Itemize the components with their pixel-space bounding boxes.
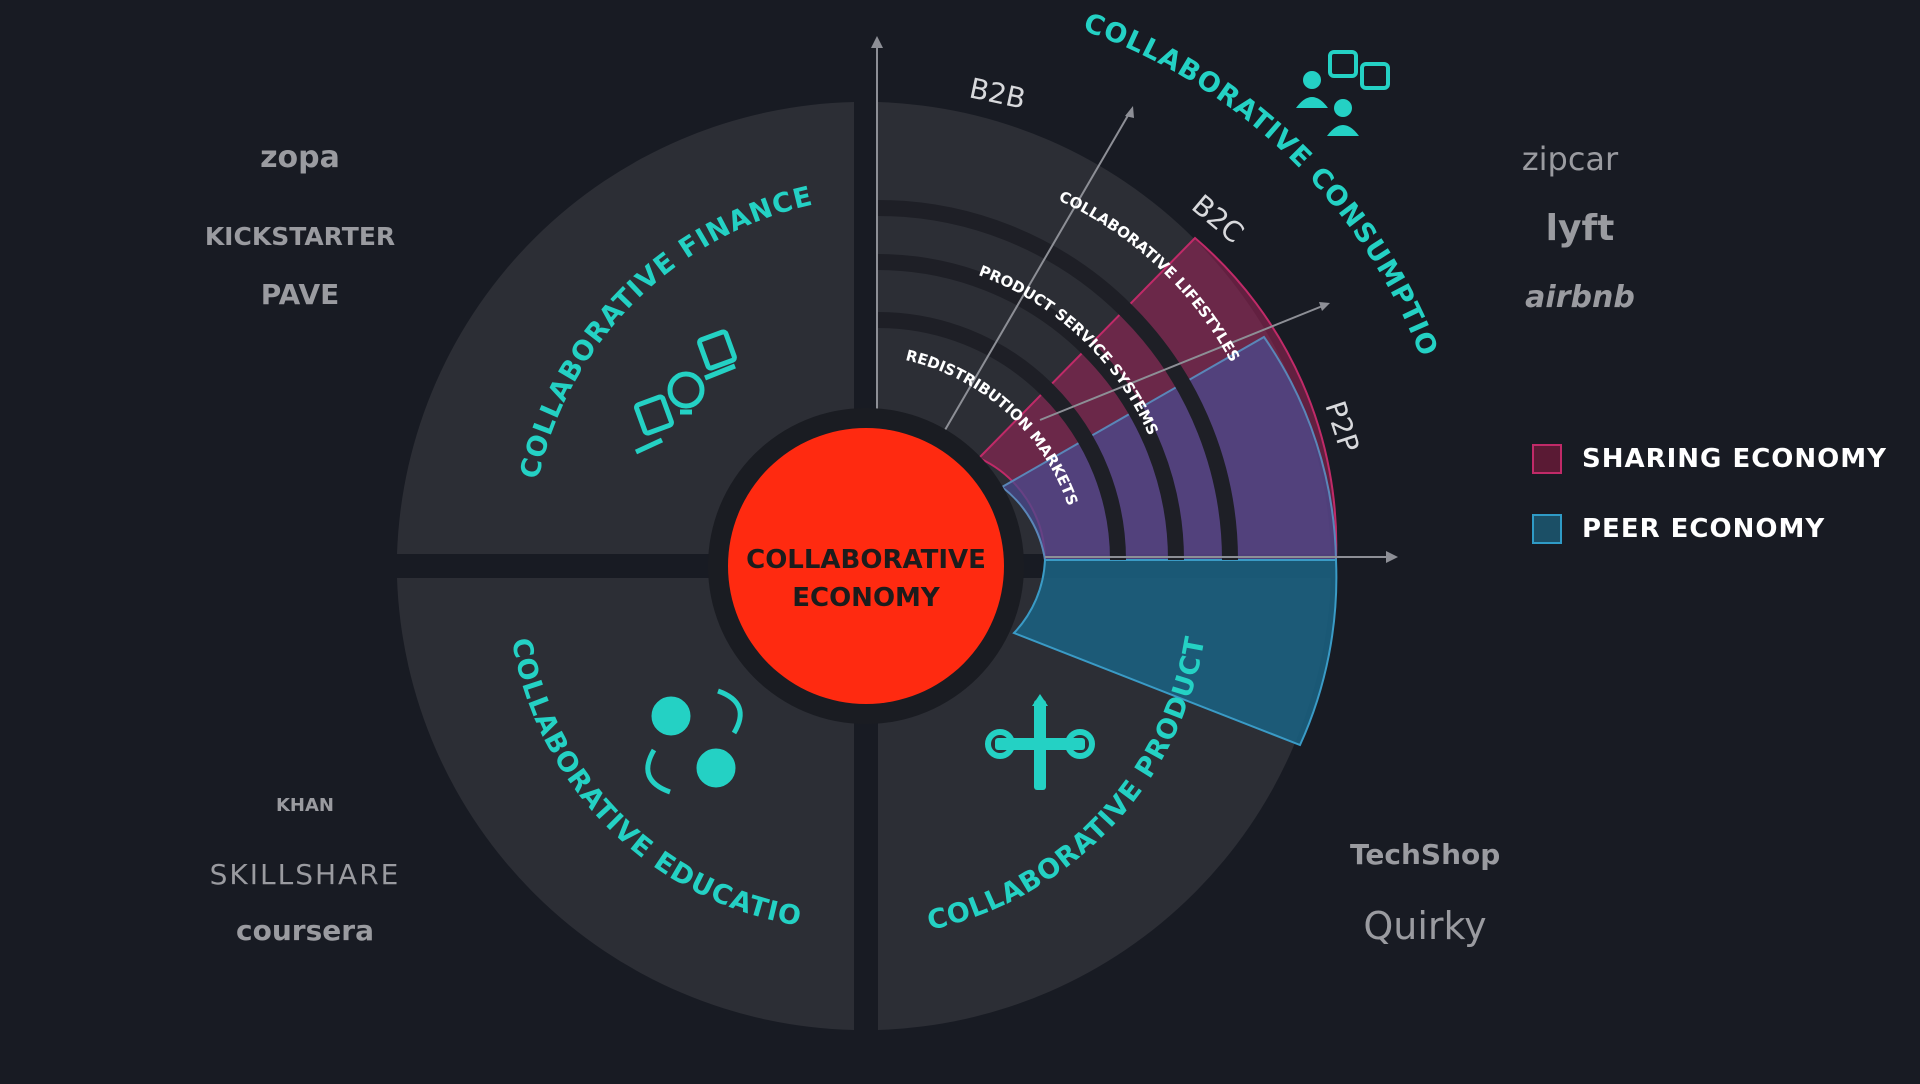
center-title-line2: ECONOMY [792,583,941,613]
brain-swap-icon [645,688,743,795]
b2c-axis-line [1039,304,1326,421]
peer-economy-wedge [1000,335,1338,561]
center-title-line1: COLLABORATIVE [746,545,986,575]
vertical-axis-arrow [871,36,883,48]
peer-economy-wedge-lower [1012,559,1338,747]
brand-quirky: Quirky [1363,904,1487,948]
b2b-axis-arrow [1125,106,1134,118]
arc-band-lifestyles [877,200,1238,561]
axis-label-b2b: B2B [967,72,1029,116]
center-circle [728,428,1004,704]
idea-money-icon [634,329,737,455]
arc-band-redistribution [877,312,1126,561]
legend-swatch-sharing [1532,444,1562,474]
brand-kickstarter: KICKSTARTER [204,222,396,251]
legend-label-peer: PEER ECONOMY [1582,514,1826,544]
arc-band-pss [877,254,1184,561]
brand-zipcar: zipcar [1521,140,1619,178]
b2b-axis-line [944,111,1131,431]
brand-lyft: lyft [1545,208,1615,249]
b2c-axis-arrow [1319,302,1330,311]
brand-pave: PAVE [260,278,340,311]
brand-khan: KHAN [275,795,334,816]
legend-peer-economy: PEER ECONOMY [1532,514,1825,544]
horizontal-axis-arrow [1386,551,1398,563]
brand-techshop: TechShop [1350,838,1501,871]
brand-coursera: coursera [236,914,374,947]
brand-airbnb: airbnb [1525,280,1635,315]
brand-skillshare: SKILLSHARE [209,858,401,891]
people-exchange-icon [1296,50,1390,136]
legend-label-sharing: SHARING ECONOMY [1582,444,1887,474]
quadrant-education [397,578,854,1030]
legend-swatch-peer [1532,514,1562,544]
legend-sharing-economy: SHARING ECONOMY [1532,444,1887,474]
quadrant-finance [397,102,854,554]
brand-zopa: zopa [260,140,340,175]
tools-icon [985,694,1095,790]
